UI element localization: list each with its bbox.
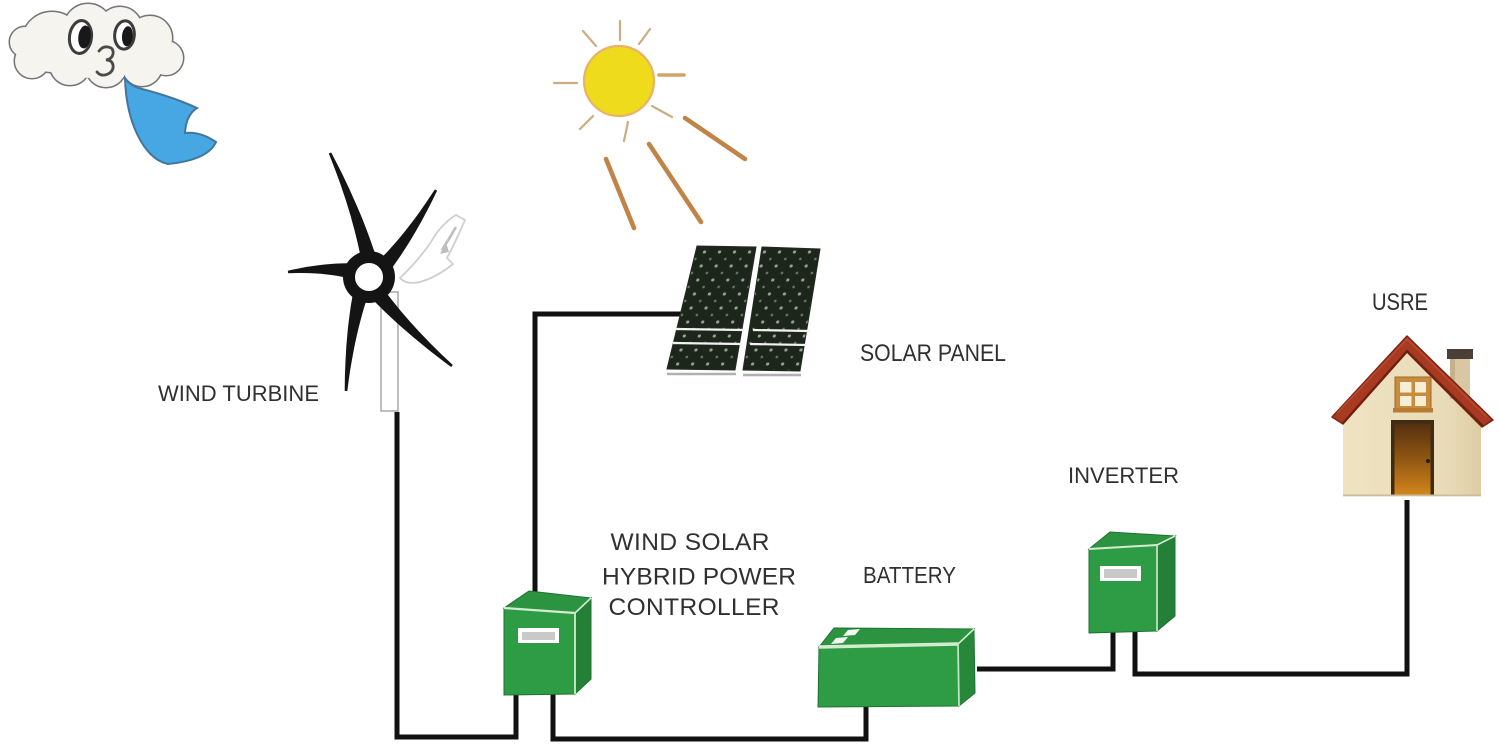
svg-text:SOLAR PANEL: SOLAR PANEL <box>860 340 1006 367</box>
svg-text:WIND SOLAR: WIND SOLAR <box>611 529 770 556</box>
svg-text:BATTERY: BATTERY <box>863 562 956 588</box>
svg-text:USRE: USRE <box>1372 289 1428 316</box>
svg-text:HYBRID POWER: HYBRID POWER <box>602 564 796 591</box>
svg-text:INVERTER: INVERTER <box>1068 463 1179 488</box>
svg-text:WIND TURBINE: WIND TURBINE <box>158 381 319 406</box>
svg-text:CONTROLLER: CONTROLLER <box>609 594 780 621</box>
